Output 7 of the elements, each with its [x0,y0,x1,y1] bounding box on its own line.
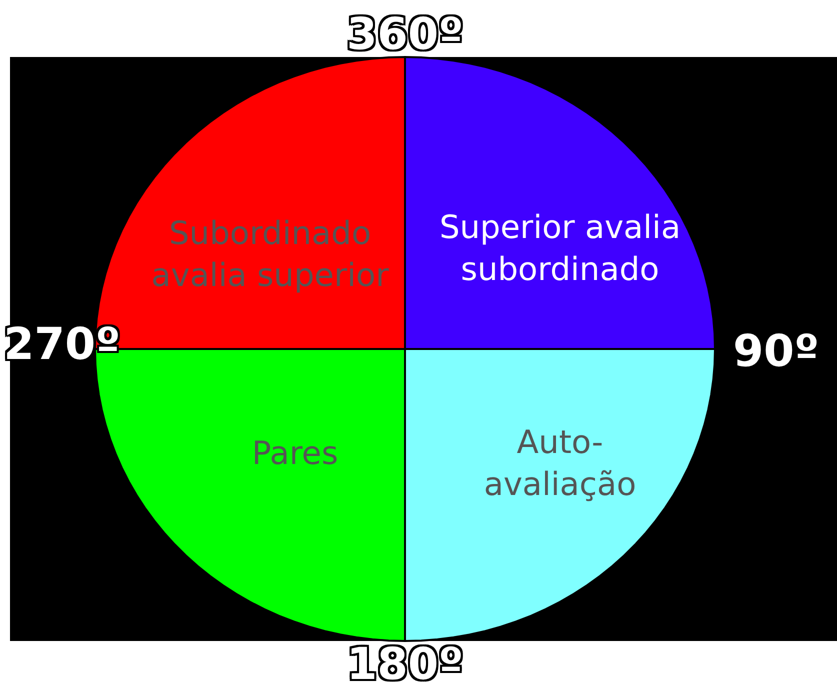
quadrant-label: Auto-avaliação [482,422,638,505]
quadrant-label: Pares [250,433,340,474]
angle-label: 90º [732,330,820,374]
quadrant-label: Superior avalia subordinado [438,207,682,290]
quadrant-label: Subordinado avalia superior [150,213,390,296]
angle-label: 360º [346,13,464,57]
angle-label: 180º [346,643,464,687]
